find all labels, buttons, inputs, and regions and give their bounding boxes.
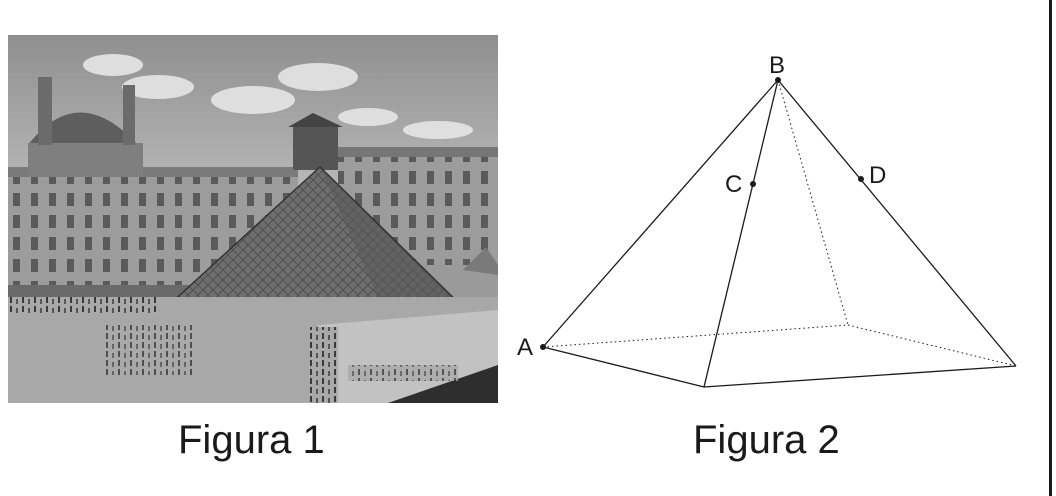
- point-A: [540, 344, 546, 350]
- edge-AB: [542, 79, 779, 348]
- edge-B-front: [703, 79, 779, 388]
- hidden-edge-B-back: [777, 79, 849, 326]
- right-border-rule: [1049, 0, 1052, 496]
- hidden-base-edge-back-right: [847, 324, 1017, 367]
- figure1-caption: Figura 1: [178, 418, 325, 462]
- hidden-base-edge-back-left: [542, 324, 849, 348]
- louvre-photo-illustration: [8, 35, 498, 403]
- crowd-left: [8, 297, 158, 315]
- small-pyramid: [463, 247, 498, 275]
- base-edge-front-left: [542, 346, 705, 388]
- label-A: A: [517, 334, 533, 361]
- crowd-center: [103, 325, 193, 375]
- label-B: B: [769, 52, 785, 79]
- point-D: [858, 176, 864, 182]
- louvre-photo: [8, 35, 498, 403]
- label-D: D: [869, 162, 886, 189]
- figure2-caption: Figura 2: [693, 418, 840, 462]
- point-C: [750, 181, 756, 187]
- crowd-right: [308, 327, 338, 403]
- clouds: [83, 54, 473, 139]
- label-C: C: [725, 171, 742, 198]
- base-edge-front-right: [703, 365, 1017, 388]
- edge-B-right: [777, 79, 1017, 367]
- crowd-basin-edge: [348, 365, 458, 381]
- shadow: [388, 365, 498, 403]
- point-B: [775, 77, 781, 83]
